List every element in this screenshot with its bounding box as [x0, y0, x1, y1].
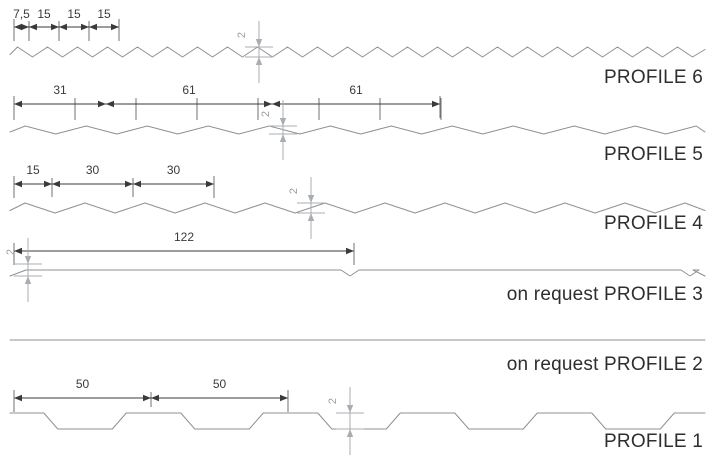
height-arrowhead	[307, 195, 315, 203]
profile-3-section-line	[9, 269, 706, 277]
profile-5-dimension-value: 61	[182, 83, 196, 97]
profile-1-name-label: PROFILE 1	[604, 431, 703, 452]
dimension-arrowhead	[125, 180, 133, 188]
dimension-arrowhead	[59, 23, 67, 31]
profile-6-dimension-value: 15	[37, 7, 51, 21]
dimension-arrowhead	[133, 180, 141, 188]
profile-3-dimension-value: 122	[174, 230, 194, 244]
dimension-arrowhead	[14, 394, 22, 402]
height-arrowhead	[307, 213, 315, 221]
dimension-arrowhead	[21, 23, 29, 31]
dimension-arrowhead	[111, 23, 119, 31]
profile-6-dimension-value: 15	[67, 7, 81, 21]
dimension-arrowhead	[14, 247, 22, 255]
height-arrowhead	[255, 39, 263, 47]
profile-4-dimension-value: 30	[167, 163, 181, 177]
profile-5-dimension-value: 31	[53, 83, 67, 97]
dimension-arrowhead	[52, 180, 60, 188]
height-arrowhead	[279, 134, 287, 142]
profile-6-section-line	[9, 46, 706, 58]
height-arrowhead	[24, 256, 32, 264]
dimension-arrowhead	[264, 100, 272, 108]
profile-4-height-value: 2	[288, 188, 300, 194]
profile-6-name-label: PROFILE 6	[604, 67, 703, 88]
profile-2-group: on request PROFILE 2	[9, 339, 706, 375]
dimension-arrowhead	[98, 100, 106, 108]
profile-1-section-line	[9, 412, 706, 430]
profile-1-height-value: 2	[327, 398, 339, 404]
profile-1-dimension-value: 50	[213, 377, 227, 391]
dimension-arrowhead	[14, 23, 22, 31]
dimension-arrowhead	[272, 100, 280, 108]
dimension-arrowhead	[151, 394, 159, 402]
profile-4-name-label: PROFILE 4	[604, 213, 703, 234]
profile-3-group: 122 2 on request PROFILE 3	[5, 230, 706, 305]
profile-3-name-label: on request PROFILE 3	[507, 284, 703, 305]
dimension-arrowhead	[206, 180, 214, 188]
profile-4-dimension-value: 15	[26, 163, 40, 177]
dimension-arrowhead	[89, 23, 97, 31]
dimension-arrowhead	[44, 180, 52, 188]
dimension-arrowhead	[29, 23, 37, 31]
profile-3-height-value: 2	[5, 249, 17, 255]
height-arrowhead	[279, 118, 287, 126]
profile-2-name-label: on request PROFILE 2	[507, 354, 703, 375]
profile-5-dimension-value: 61	[349, 83, 363, 97]
profile-4-section-line	[9, 202, 706, 214]
profile-1-dimension-value: 50	[76, 377, 90, 391]
height-arrowhead	[346, 405, 354, 413]
dimension-arrowhead	[81, 23, 89, 31]
profile-5-height-value: 2	[260, 111, 272, 117]
dimension-arrowhead	[51, 23, 59, 31]
dimension-arrowhead	[143, 394, 151, 402]
profile-4-dimension-value: 30	[86, 163, 100, 177]
height-arrowhead	[346, 429, 354, 437]
dimension-arrowhead	[432, 100, 440, 108]
height-arrowhead	[24, 276, 32, 284]
dimension-arrowhead	[346, 247, 354, 255]
profile-6-dimension-value: 7,5	[13, 7, 30, 21]
profile-6-dimension-value: 15	[97, 7, 111, 21]
profile-5-section-line	[9, 125, 706, 135]
dimension-arrowhead	[106, 100, 114, 108]
dimension-arrowhead	[280, 394, 288, 402]
profile-5-name-label: PROFILE 5	[604, 144, 703, 165]
dimension-arrowhead	[14, 180, 22, 188]
height-arrowhead	[255, 57, 263, 65]
dimension-arrowhead	[14, 100, 22, 108]
profile-6-height-value: 2	[236, 32, 248, 38]
